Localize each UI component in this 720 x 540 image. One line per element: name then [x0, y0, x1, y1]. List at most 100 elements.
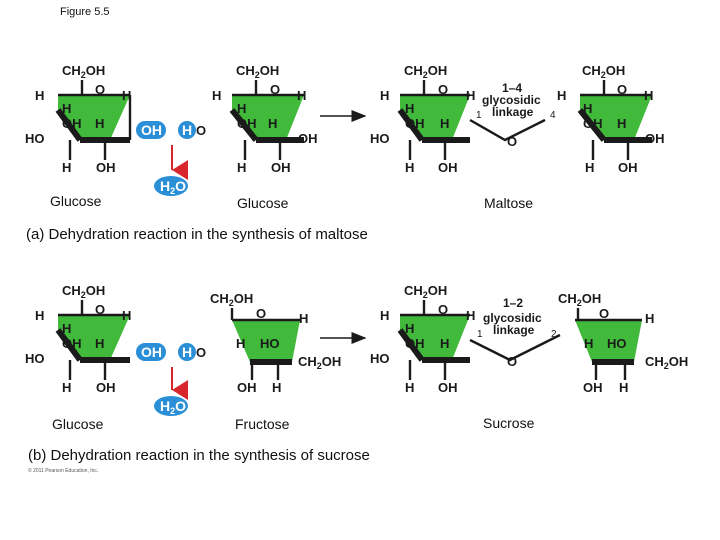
hydroxyl-pill-a	[136, 121, 166, 139]
svg-text:HO: HO	[370, 131, 390, 146]
svg-text:H: H	[405, 160, 414, 175]
svg-text:OH: OH	[96, 160, 116, 175]
svg-text:HO: HO	[25, 131, 45, 146]
svg-text:HO: HO	[25, 351, 45, 366]
svg-text:H: H	[380, 308, 389, 323]
svg-text:H: H	[268, 116, 277, 131]
svg-text:HO: HO	[607, 336, 627, 351]
svg-text:H: H	[35, 88, 44, 103]
svg-text:O: O	[438, 82, 448, 97]
caption-a: (a) Dehydration reaction in the synthesi…	[26, 226, 368, 243]
svg-text:O: O	[196, 345, 206, 360]
svg-text:H: H	[272, 380, 281, 395]
svg-text:H: H	[466, 308, 475, 323]
carbon-left-b: 1	[477, 329, 483, 340]
linkage-bond-a: 1–4	[502, 81, 522, 95]
linkage-word1-a: glycosidic	[482, 93, 541, 107]
svg-text:O: O	[196, 123, 206, 138]
svg-text:HO: HO	[260, 336, 280, 351]
svg-text:HO: HO	[370, 351, 390, 366]
svg-text:H: H	[557, 88, 566, 103]
svg-text:O: O	[507, 134, 517, 149]
linkage-word2-b: linkage	[493, 323, 535, 337]
svg-text:OH: OH	[405, 336, 425, 351]
hydrogen-pill-b	[178, 343, 196, 361]
svg-text:H: H	[62, 101, 71, 116]
product-name-b: Sucrose	[483, 415, 535, 431]
svg-text:CH2OH: CH2OH	[645, 354, 688, 371]
svg-text:H: H	[583, 101, 592, 116]
glucose-ring-b: CH2OH O H H H OH H HO H OH	[25, 283, 131, 395]
reactant-1-name-a: Glucose	[50, 193, 102, 209]
copyright-notice: © 2011 Pearson Education, Inc.	[28, 468, 99, 474]
svg-text:H: H	[212, 88, 221, 103]
svg-text:H: H	[182, 344, 192, 360]
svg-text:O: O	[507, 354, 517, 369]
svg-text:H: H	[405, 380, 414, 395]
svg-text:H: H	[237, 101, 246, 116]
hydroxyl-pill-b	[136, 343, 166, 361]
water-pill-b	[154, 396, 188, 416]
reactant-2-name-a: Glucose	[237, 195, 289, 211]
svg-text:OH: OH	[438, 160, 458, 175]
svg-text:O: O	[617, 82, 627, 97]
product-name-a: Maltose	[484, 195, 534, 211]
svg-text:H: H	[95, 116, 104, 131]
linkage-word1-b: glycosidic	[483, 311, 542, 325]
svg-text:OH: OH	[583, 116, 603, 131]
svg-text:H: H	[440, 336, 449, 351]
svg-text:H: H	[122, 88, 131, 103]
svg-text:H: H	[236, 336, 245, 351]
svg-text:H: H	[35, 308, 44, 323]
svg-text:H: H	[297, 88, 306, 103]
svg-text:H: H	[440, 116, 449, 131]
sucrose-molecule: CH2OH O H H H OH H HO H OH O CH2OH O H H…	[370, 283, 688, 395]
caption-b: (b) Dehydration reaction in the synthesi…	[28, 447, 370, 464]
svg-text:H: H	[619, 380, 628, 395]
svg-text:CH2OH: CH2OH	[298, 354, 341, 371]
svg-text:OH: OH	[438, 380, 458, 395]
svg-text:CH2OH: CH2OH	[404, 63, 447, 80]
svg-text:OH: OH	[618, 160, 638, 175]
svg-text:OH: OH	[141, 344, 162, 360]
svg-text:H: H	[617, 116, 626, 131]
figure-label: Figure 5.5	[60, 6, 110, 18]
svg-text:H: H	[585, 160, 594, 175]
glucose-ring-a2: CH2OH O H H H OH H OH H OH	[212, 63, 318, 175]
svg-text:CH2OH: CH2OH	[62, 283, 105, 300]
svg-text:H: H	[405, 321, 414, 336]
svg-text:O: O	[95, 82, 105, 97]
svg-text:OH: OH	[583, 380, 603, 395]
fructose-ring: CH2OH O H H HO CH2OH OH H	[210, 291, 341, 395]
svg-text:CH2OH: CH2OH	[62, 63, 105, 80]
reactant-1-name-b: Glucose	[52, 416, 104, 432]
maltose-molecule: CH2OH O H H H OH H HO H OH O CH2OH O H H…	[370, 63, 665, 175]
svg-text:H: H	[62, 321, 71, 336]
svg-text:OH: OH	[62, 116, 82, 131]
carbon-right-a: 4	[550, 110, 556, 121]
svg-text:OH: OH	[237, 380, 257, 395]
svg-text:O: O	[599, 306, 609, 321]
svg-text:CH2OH: CH2OH	[236, 63, 279, 80]
svg-text:H: H	[95, 336, 104, 351]
carbon-right-b: 2	[551, 329, 557, 340]
svg-text:OH: OH	[237, 116, 257, 131]
svg-text:H2O: H2O	[160, 178, 186, 196]
svg-text:H: H	[182, 122, 192, 138]
svg-text:H: H	[62, 380, 71, 395]
svg-text:H: H	[299, 311, 308, 326]
water-pill-a	[154, 176, 188, 196]
svg-text:H: H	[645, 311, 654, 326]
linkage-word2-a: linkage	[492, 105, 534, 119]
svg-text:H: H	[122, 308, 131, 323]
svg-text:CH2OH: CH2OH	[558, 291, 601, 308]
linkage-bond-b: 1–2	[503, 296, 523, 310]
svg-text:H: H	[584, 336, 593, 351]
svg-text:OH: OH	[298, 131, 318, 146]
svg-text:O: O	[256, 306, 266, 321]
reactant-2-name-b: Fructose	[235, 416, 290, 432]
svg-text:OH: OH	[271, 160, 291, 175]
svg-text:OH: OH	[96, 380, 116, 395]
hydrogen-pill-a	[178, 121, 196, 139]
